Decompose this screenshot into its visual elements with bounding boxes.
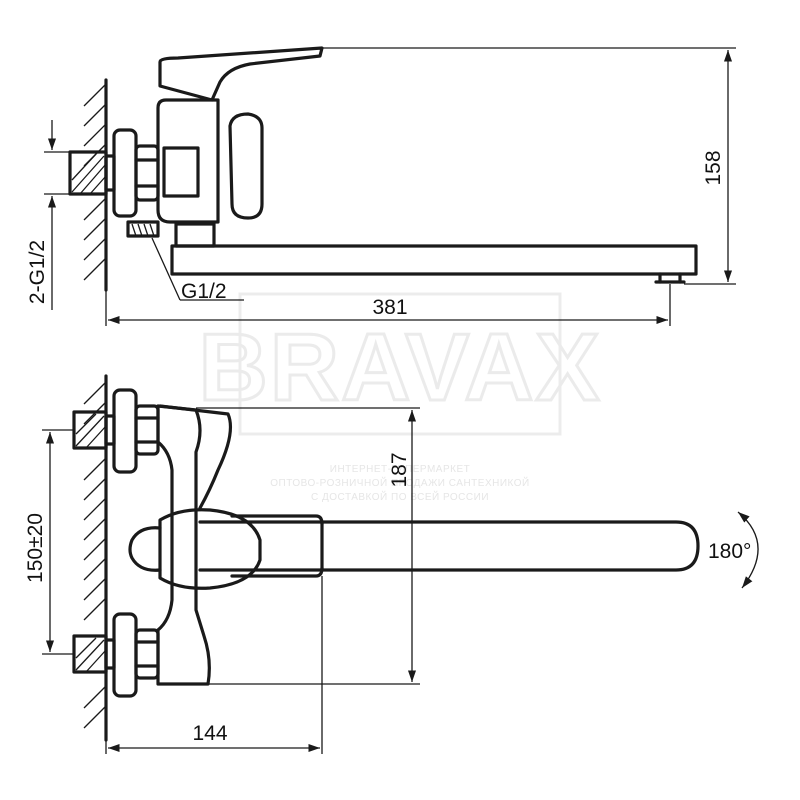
swivel-angle-label: 180° (708, 540, 751, 563)
side-flange (112, 128, 138, 218)
body-projection-dimension: 144 (105, 576, 323, 754)
swivel-arc (737, 511, 759, 589)
watermark-line-1: ИНТЕРНЕТ-ГИПЕРМАРКЕТ (330, 464, 470, 475)
top-lower-connection (72, 612, 160, 698)
top-wall (83, 374, 108, 742)
height-dimension-label: 158 (702, 150, 725, 185)
inlet-thread-dimension: 2-G1/2 (26, 120, 70, 310)
top-depth-label: 187 (388, 452, 411, 487)
top-body (156, 404, 211, 686)
inlet-spacing-label: 150±20 (24, 513, 47, 583)
side-view: G1/2 158 381 2-G1/2 (26, 46, 736, 326)
side-nut (134, 144, 160, 202)
body-projection-label: 144 (192, 722, 227, 745)
side-spout (170, 222, 698, 284)
side-shower-outlet (126, 220, 160, 238)
side-eccentric (68, 150, 116, 196)
top-view: 180° 187 150±20 144 (24, 374, 759, 754)
length-dimension: 381 (105, 284, 671, 326)
top-diverter-knob (128, 526, 162, 572)
watermark: BRAVAX ИНТЕРНЕТ-ГИПЕРМАРКЕТ ОПТОВО-РОЗНИ… (197, 292, 601, 503)
inlet-thread-label: 2-G1/2 (26, 240, 49, 304)
shower-outlet-label: G1/2 (181, 280, 227, 303)
watermark-line-3: С ДОСТАВКОЙ ПО ВСЕЙ РОССИИ (311, 490, 489, 503)
top-depth-dimension: 187 (196, 407, 420, 685)
side-diverter-knob (228, 112, 264, 220)
watermark-line-2: ОПТОВО-РОЗНИЧНОЙ ПРОДАЖИ САНТЕХНИКОЙ (270, 476, 529, 489)
inlet-spacing-dimension: 150±20 (24, 429, 74, 655)
height-dimension: 158 (322, 47, 736, 285)
top-lever-handle (158, 404, 232, 510)
length-dimension-label: 381 (372, 296, 407, 319)
watermark-brand: BRAVAX (198, 314, 601, 421)
side-body (156, 98, 220, 224)
top-spout (198, 520, 700, 572)
side-lever-handle (158, 46, 324, 102)
top-mixer-disc (158, 508, 262, 590)
